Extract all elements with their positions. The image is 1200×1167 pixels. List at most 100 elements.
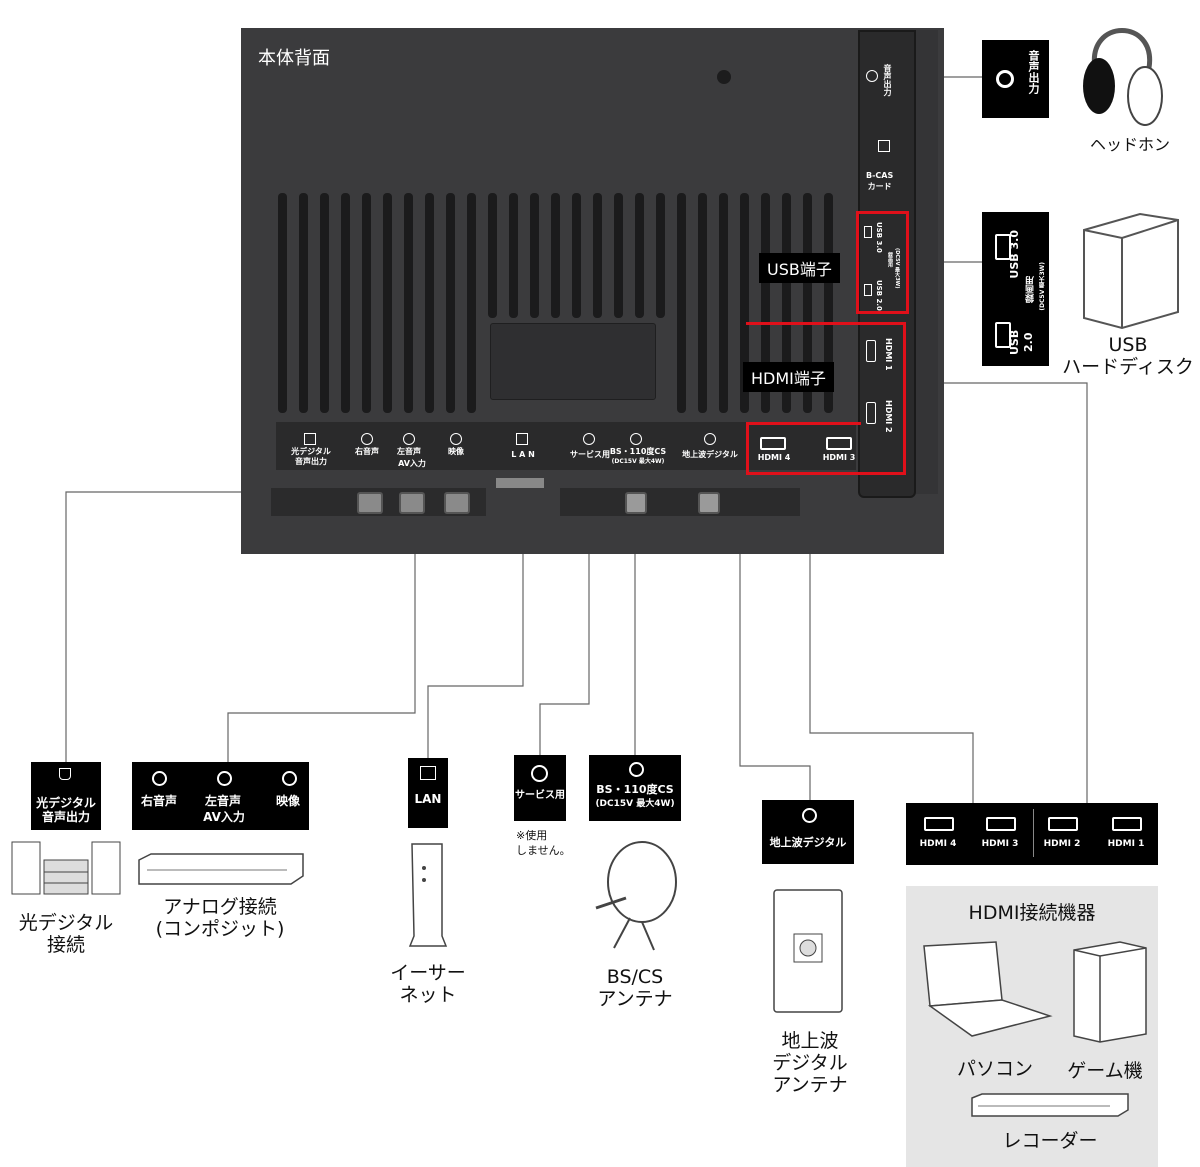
card-av-in-label: AV入力 — [203, 810, 245, 824]
vent-slot — [593, 193, 602, 318]
vent-slot — [740, 193, 749, 413]
card-hdmi3-icon — [986, 817, 1016, 831]
card-hdmi1-label: HDMI 1 — [1107, 839, 1145, 849]
side-frame-outer — [912, 30, 938, 494]
side-usb30-label: USB 3.0 — [875, 222, 883, 253]
vent-slot — [803, 193, 812, 413]
card-optical-label: 光デジタル 音声出力 — [36, 796, 96, 824]
device-usb-hdd-caption: USB ハードディスク — [1062, 334, 1194, 378]
card-hdmi4-label: HDMI 4 — [919, 839, 957, 849]
vent-slot — [572, 193, 581, 318]
port-left-audio-label: 左音声 — [397, 447, 421, 456]
line-hdmi-devices — [809, 470, 974, 803]
left-audio-port-icon — [403, 433, 415, 445]
optical-icon — [59, 768, 71, 780]
port-bs-note: (DC15V 最大4W) — [611, 458, 665, 465]
card-hdmi3-label: HDMI 3 — [981, 839, 1019, 849]
video-port-icon — [450, 433, 462, 445]
port-right-audio-label: 右音声 — [355, 447, 379, 456]
wall-outlet-icon — [773, 889, 843, 1013]
usb30-port-icon — [864, 226, 872, 238]
vent-slot — [782, 193, 791, 413]
port-hdmi4-label: HDMI 4 — [757, 453, 791, 462]
card-lan: LAN — [408, 758, 448, 828]
tv-back-title: 本体背面 — [258, 48, 330, 69]
port-video-label: 映像 — [448, 447, 464, 456]
headphone-out-icon — [996, 70, 1014, 88]
line-lan — [427, 470, 524, 758]
rca-plug-video — [444, 492, 470, 514]
vent-slot — [677, 193, 686, 413]
service-note: ※使用 しません。 — [516, 829, 571, 857]
port-service-label: サービス用 — [570, 450, 610, 459]
port-lan-label: L A N — [511, 450, 535, 459]
side-usb-note-label: (DC5V 最大3W) — [894, 248, 900, 289]
side-usb-rec-label: 録画用 — [887, 252, 893, 267]
vent-slot — [488, 193, 497, 318]
usb20-icon — [995, 322, 1011, 348]
laptop-icon — [923, 941, 1053, 1037]
hdmi-bottom-highlight — [746, 422, 861, 475]
usb30-icon — [995, 234, 1011, 260]
vent-slot — [698, 193, 707, 413]
analog-right-icon — [152, 771, 167, 786]
card-usb: USB 3.0 USB 2.0 録画用 (DC5V 最大3W) — [982, 212, 1049, 366]
vent-slot — [362, 193, 371, 413]
vent-slot — [614, 193, 623, 318]
lan-icon — [420, 766, 436, 780]
card-headphone-label: 音声出力 — [1027, 50, 1040, 94]
router-icon — [408, 843, 448, 947]
hdmi-card-divider — [1033, 809, 1034, 857]
vent-slot — [278, 193, 287, 413]
hdmi1-port-icon — [866, 340, 876, 362]
game-console-icon — [1073, 941, 1147, 1043]
card-usb-note: (DC5V 最大3W) — [1039, 262, 1046, 311]
card-hdmi: HDMI 4 HDMI 3 HDMI 2 HDMI 1 — [906, 803, 1158, 865]
terrestrial-icon — [802, 808, 817, 823]
card-analog: 右音声 左音声 映像 AV入力 — [132, 762, 309, 830]
vent-slot — [719, 193, 728, 413]
port-terrestrial-label: 地上波デジタル — [682, 450, 738, 459]
rca-plug-left — [399, 492, 425, 514]
bottom-terminal-strip — [276, 422, 856, 470]
optical-port-icon — [304, 433, 316, 445]
coax-plug-bs — [625, 492, 647, 514]
usb-highlight-box — [856, 211, 909, 314]
card-lan-label: LAN — [414, 792, 442, 806]
card-terrestrial: 地上波デジタル — [762, 800, 854, 864]
hdmi4-port-icon — [760, 437, 786, 450]
card-bs: BS・110度CS (DC15V 最大4W) — [589, 755, 681, 821]
vent-slot — [656, 193, 665, 318]
vent-slot — [635, 193, 644, 318]
hdmi2-port-icon — [866, 402, 876, 424]
port-optical-label: 光デジタル 音声出力 — [291, 447, 331, 466]
device-pc-caption: パソコン — [956, 1058, 1033, 1080]
vent-slot — [446, 193, 455, 413]
side-headphone-label: 音声出力 — [883, 64, 892, 96]
device-terrestrial-antenna-caption: 地上波 デジタル アンテナ — [772, 1030, 848, 1096]
lan-plug — [496, 478, 544, 488]
card-usb20-label: USB 2.0 — [1008, 329, 1035, 355]
vent-slot — [467, 193, 476, 413]
analog-player-icon — [138, 853, 304, 885]
hdmi3-port-icon — [826, 437, 852, 450]
port-hdmi3-label: HDMI 3 — [822, 453, 856, 462]
service-port-icon — [583, 433, 595, 445]
bottom-ledge-right — [560, 488, 800, 516]
side-usb20-label: USB 2.0 — [875, 280, 883, 311]
device-optical-caption: 光デジタル 接続 — [18, 912, 114, 956]
recorder-icon — [971, 1093, 1129, 1117]
card-hdmi2-label: HDMI 2 — [1043, 839, 1081, 849]
center-plate — [490, 323, 656, 400]
vent-slot — [551, 193, 560, 318]
vent-slot — [761, 193, 770, 413]
card-left-audio-label: 左音声 — [204, 794, 241, 808]
vent-slot — [425, 193, 434, 413]
card-service-label: サービス用 — [515, 790, 565, 801]
device-headphone-caption: ヘッドホン — [1089, 135, 1170, 154]
analog-video-icon — [282, 771, 297, 786]
bcas-slot-icon — [878, 140, 890, 152]
bs-icon — [629, 762, 644, 777]
headphone-jack-icon — [866, 70, 878, 82]
